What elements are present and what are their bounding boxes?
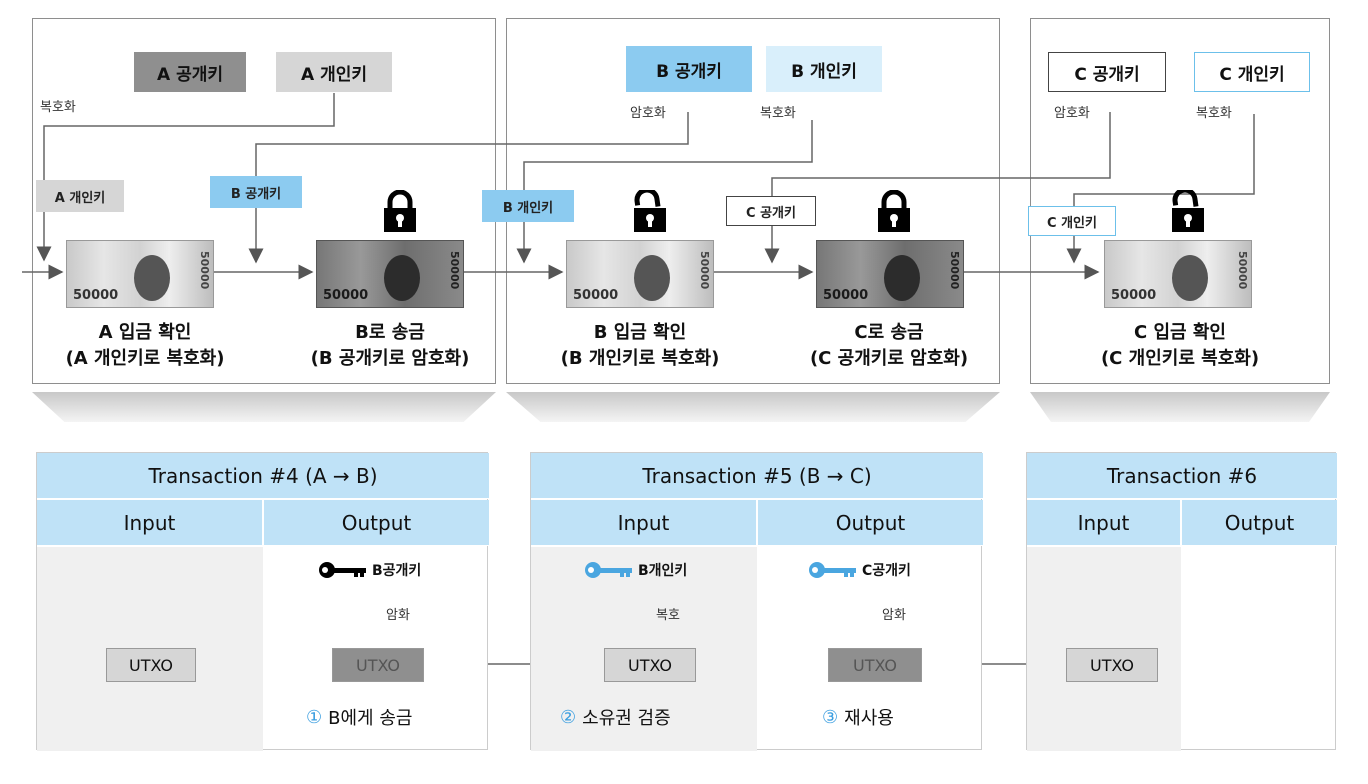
panel-c-shadow <box>1030 392 1330 422</box>
lock-closed-icon <box>384 190 416 232</box>
t5-input-key-text: B개인키 <box>638 563 688 579</box>
transaction-6-input-header: Input <box>1027 500 1181 546</box>
transaction-4-input-header: Input <box>37 500 263 546</box>
caption-line: B 입금 확인 <box>593 322 687 343</box>
bill-denomination: 50000 <box>323 288 369 303</box>
bill-denomination: 50000 <box>1111 288 1157 303</box>
c-encrypt-label: 암호화 <box>1054 106 1090 121</box>
transaction-5-output-header: Output <box>758 500 983 546</box>
b-encrypt-label: 암호화 <box>630 106 666 121</box>
t5-output-key-label: C공개키 <box>808 560 911 580</box>
step-text: 재사용 <box>844 708 894 729</box>
t5-output-utxo: UTXO <box>828 648 922 682</box>
caption-line: (C 개인키로 복호화) <box>1100 348 1260 369</box>
transaction-6-table: Transaction #6 Input Output <box>1026 452 1337 751</box>
c-private-key-tag: C 개인키 <box>1028 206 1116 236</box>
c-public-key-tag: C 공개키 <box>726 196 816 226</box>
c-public-key-box: C 공개키 <box>1048 52 1166 92</box>
b-private-key-box: B 개인키 <box>766 46 882 92</box>
transaction-4-table: Transaction #4 (A → B) Input Output <box>36 452 489 751</box>
panel-a-shadow <box>32 392 496 422</box>
caption-line: (A 개인키로 복호화) <box>65 348 225 369</box>
caption-line: (B 개인키로 복호화) <box>560 348 720 369</box>
t4-input-utxo: UTXO <box>106 648 196 682</box>
bill-denomination-side: 50000 <box>698 251 711 290</box>
caption-line: A 입금 확인 <box>98 322 192 343</box>
bill-denomination-side: 50000 <box>948 251 961 290</box>
lock-closed-icon <box>878 190 910 232</box>
t5-input-arrow-label: 복호 <box>656 608 680 623</box>
t4-key-label: B공개키 <box>318 560 421 580</box>
step-text: 소유권 검증 <box>582 708 671 729</box>
t6-input-utxo: UTXO <box>1066 648 1158 682</box>
t5-output-arrow-label: 암화 <box>882 608 906 623</box>
caption-c-send: C로 송금 (C 공개키로 암호화) <box>774 320 1004 372</box>
caption-b-send: B로 송금 (B 공개키로 암호화) <box>280 320 500 372</box>
b-private-key-tag: B 개인키 <box>482 190 574 222</box>
transaction-5-input-header: Input <box>531 500 757 546</box>
bill-denomination-side: 50000 <box>198 251 211 290</box>
transaction-6-title: Transaction #6 <box>1027 453 1337 499</box>
t5-step-2: ② 소유권 검증 <box>560 704 671 730</box>
step-number: ③ <box>822 706 839 728</box>
t4-arrow-label: 암화 <box>386 608 410 623</box>
caption-b-received: B 입금 확인 (B 개인키로 복호화) <box>526 320 754 372</box>
caption-line: (C 공개키로 암호화) <box>809 348 969 369</box>
transaction-6-output-header: Output <box>1182 500 1337 546</box>
panel-b-shadow <box>506 392 1000 422</box>
c-private-key-box: C 개인키 <box>1194 52 1310 92</box>
key-icon <box>319 562 366 578</box>
step-number: ② <box>560 706 577 728</box>
a-private-key-tag: A 개인키 <box>36 180 124 212</box>
t5-input-key-label: B개인키 <box>584 560 687 580</box>
transaction-4-title: Transaction #4 (A → B) <box>37 453 489 499</box>
bill-denomination: 50000 <box>823 288 869 303</box>
transaction-5-title: Transaction #5 (B → C) <box>531 453 983 499</box>
t4-output-utxo: UTXO <box>332 648 424 682</box>
caption-line: C로 송금 <box>854 322 924 343</box>
caption-line: C 입금 확인 <box>1134 322 1226 343</box>
a-public-key-box: A 공개키 <box>134 52 246 92</box>
b-public-key-tag: B 공개키 <box>210 176 302 208</box>
lock-open-icon <box>634 190 666 232</box>
b-decrypt-label: 복호화 <box>760 106 796 121</box>
caption-c-received: C 입금 확인 (C 개인키로 복호화) <box>1064 320 1296 372</box>
transaction-4-output-header: Output <box>264 500 489 546</box>
key-icon <box>809 562 856 578</box>
banknote-a-received: 50000 50000 <box>66 240 214 308</box>
banknote-b-received: 50000 50000 <box>566 240 714 308</box>
banknote-to-b-encrypted: 50000 50000 <box>316 240 464 308</box>
bill-denomination: 50000 <box>73 288 119 303</box>
t4-key-text: B공개키 <box>372 563 422 579</box>
transaction-5-table: Transaction #5 (B → C) Input Output <box>530 452 983 751</box>
a-decrypt-label: 복호화 <box>40 100 76 115</box>
t5-output-key-text: C공개키 <box>862 563 911 579</box>
banknote-to-c-encrypted: 50000 50000 <box>816 240 964 308</box>
t5-input-utxo: UTXO <box>604 648 696 682</box>
bill-denomination-side: 50000 <box>1236 251 1249 290</box>
t5-step-3: ③ 재사용 <box>822 704 894 730</box>
caption-line: B로 송금 <box>355 322 425 343</box>
c-decrypt-label: 복호화 <box>1196 106 1232 121</box>
banknote-c-received: 50000 50000 <box>1104 240 1252 308</box>
lock-open-icon <box>1172 190 1204 232</box>
b-public-key-box: B 공개키 <box>626 46 752 92</box>
t4-step: ① B에게 송금 <box>306 704 412 730</box>
a-private-key-box: A 개인키 <box>276 52 392 92</box>
key-icon <box>585 562 632 578</box>
step-text: B에게 송금 <box>328 708 413 729</box>
caption-line: (B 공개키로 암호화) <box>310 348 470 369</box>
step-number: ① <box>306 706 323 728</box>
bill-denomination-side: 50000 <box>448 251 461 290</box>
caption-a-received: A 입금 확인 (A 개인키로 복호화) <box>30 320 260 372</box>
bill-denomination: 50000 <box>573 288 619 303</box>
